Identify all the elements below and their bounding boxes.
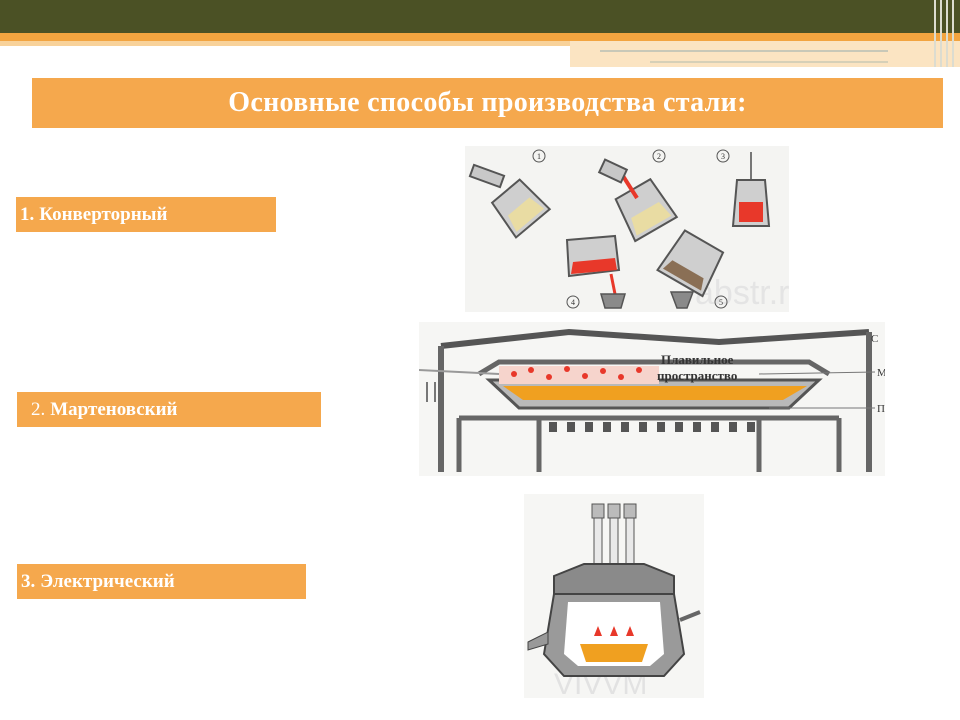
furnace-roof xyxy=(440,328,870,349)
caption-melting-space-1: Плавильное xyxy=(661,352,734,367)
method-number: 3. xyxy=(21,570,36,592)
side-label: С xyxy=(871,333,878,345)
method-name: Конверторный xyxy=(39,203,168,225)
supports xyxy=(456,418,842,472)
slide-title: Основные способы производства стали: xyxy=(228,87,747,118)
step-number: 2 xyxy=(657,152,661,161)
step-marker xyxy=(652,149,666,163)
door xyxy=(679,610,701,622)
vault xyxy=(477,359,831,377)
method-number: 2. xyxy=(31,398,46,420)
converter-diagram: abstr.ru 1 2 3 4 5 xyxy=(465,146,808,312)
converter-vessel-5 xyxy=(656,229,725,298)
molten-metal xyxy=(739,202,763,222)
step-marker xyxy=(716,149,730,163)
side-label: П xyxy=(877,403,885,415)
step-marker xyxy=(566,295,580,309)
step-number: 3 xyxy=(721,152,725,161)
step-number: 1 xyxy=(537,152,541,161)
converter-vessel-1 xyxy=(490,178,552,239)
electric-furnace-diagram-svg: VIVVM xyxy=(527,503,701,701)
method-number: 1. xyxy=(20,203,35,225)
header-bar xyxy=(0,0,960,33)
step-number: 5 xyxy=(719,298,723,307)
fuel-jet xyxy=(418,369,500,375)
method-label-converter: 1. Конверторный xyxy=(16,197,276,232)
step-number: 4 xyxy=(571,298,575,307)
method-name: Мартеновский xyxy=(50,398,178,420)
header-stripe xyxy=(0,33,960,41)
molten-pour xyxy=(609,273,617,295)
method-name: Электрический xyxy=(40,570,175,592)
leader-line xyxy=(758,371,876,375)
side-label: М xyxy=(877,367,885,379)
method-label-open-hearth: 2. Мартеновский xyxy=(17,392,321,427)
scrap-chute xyxy=(468,163,506,189)
molten-metal xyxy=(503,386,807,400)
ladle xyxy=(597,158,629,184)
tap-spout xyxy=(527,631,549,651)
checker-chambers xyxy=(549,422,755,432)
converter-diagram-svg: abstr.ru 1 2 3 4 5 xyxy=(468,149,808,312)
open-hearth-diagram: Плавильное пространство С М П xyxy=(418,322,887,476)
ladle xyxy=(600,293,626,309)
step-marker xyxy=(532,149,546,163)
flame xyxy=(499,366,659,384)
molten-metal xyxy=(580,644,648,662)
title-bar: Основные способы производства стали: xyxy=(32,78,943,128)
molten-metal xyxy=(571,258,617,274)
header-decoration xyxy=(570,41,960,67)
caption-melting-space-2: пространство xyxy=(657,368,737,383)
step-marker xyxy=(714,295,728,309)
slag-bowl xyxy=(669,291,695,309)
electric-furnace-diagram: VIVVM xyxy=(524,494,704,701)
method-label-electric: 3. Электрический xyxy=(17,564,306,599)
molten-pour xyxy=(621,174,639,200)
header-vertical-lines xyxy=(930,0,960,67)
header-stripe-light xyxy=(0,41,570,46)
electric-arcs xyxy=(594,626,634,636)
furnace-roof xyxy=(553,563,675,595)
inlet xyxy=(426,382,436,402)
converter-vessel-2 xyxy=(614,177,679,243)
open-hearth-diagram-svg: Плавильное пространство С М П xyxy=(418,328,887,472)
